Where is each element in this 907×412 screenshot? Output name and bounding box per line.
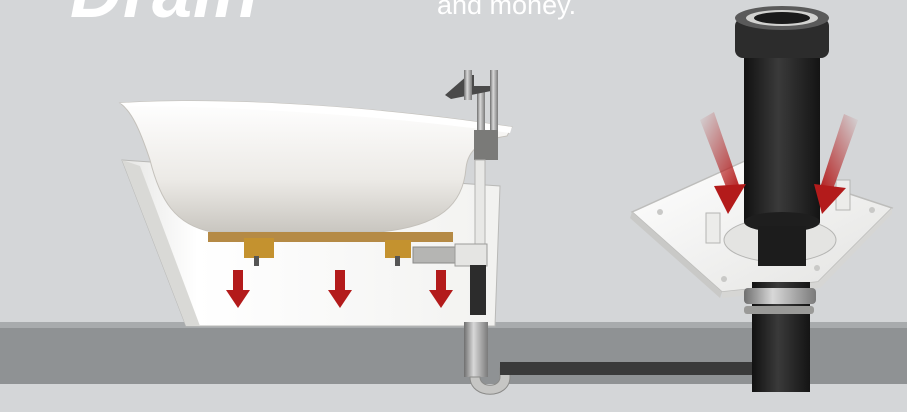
subline: and money. (437, 0, 576, 21)
headline: Drain (70, 0, 259, 34)
